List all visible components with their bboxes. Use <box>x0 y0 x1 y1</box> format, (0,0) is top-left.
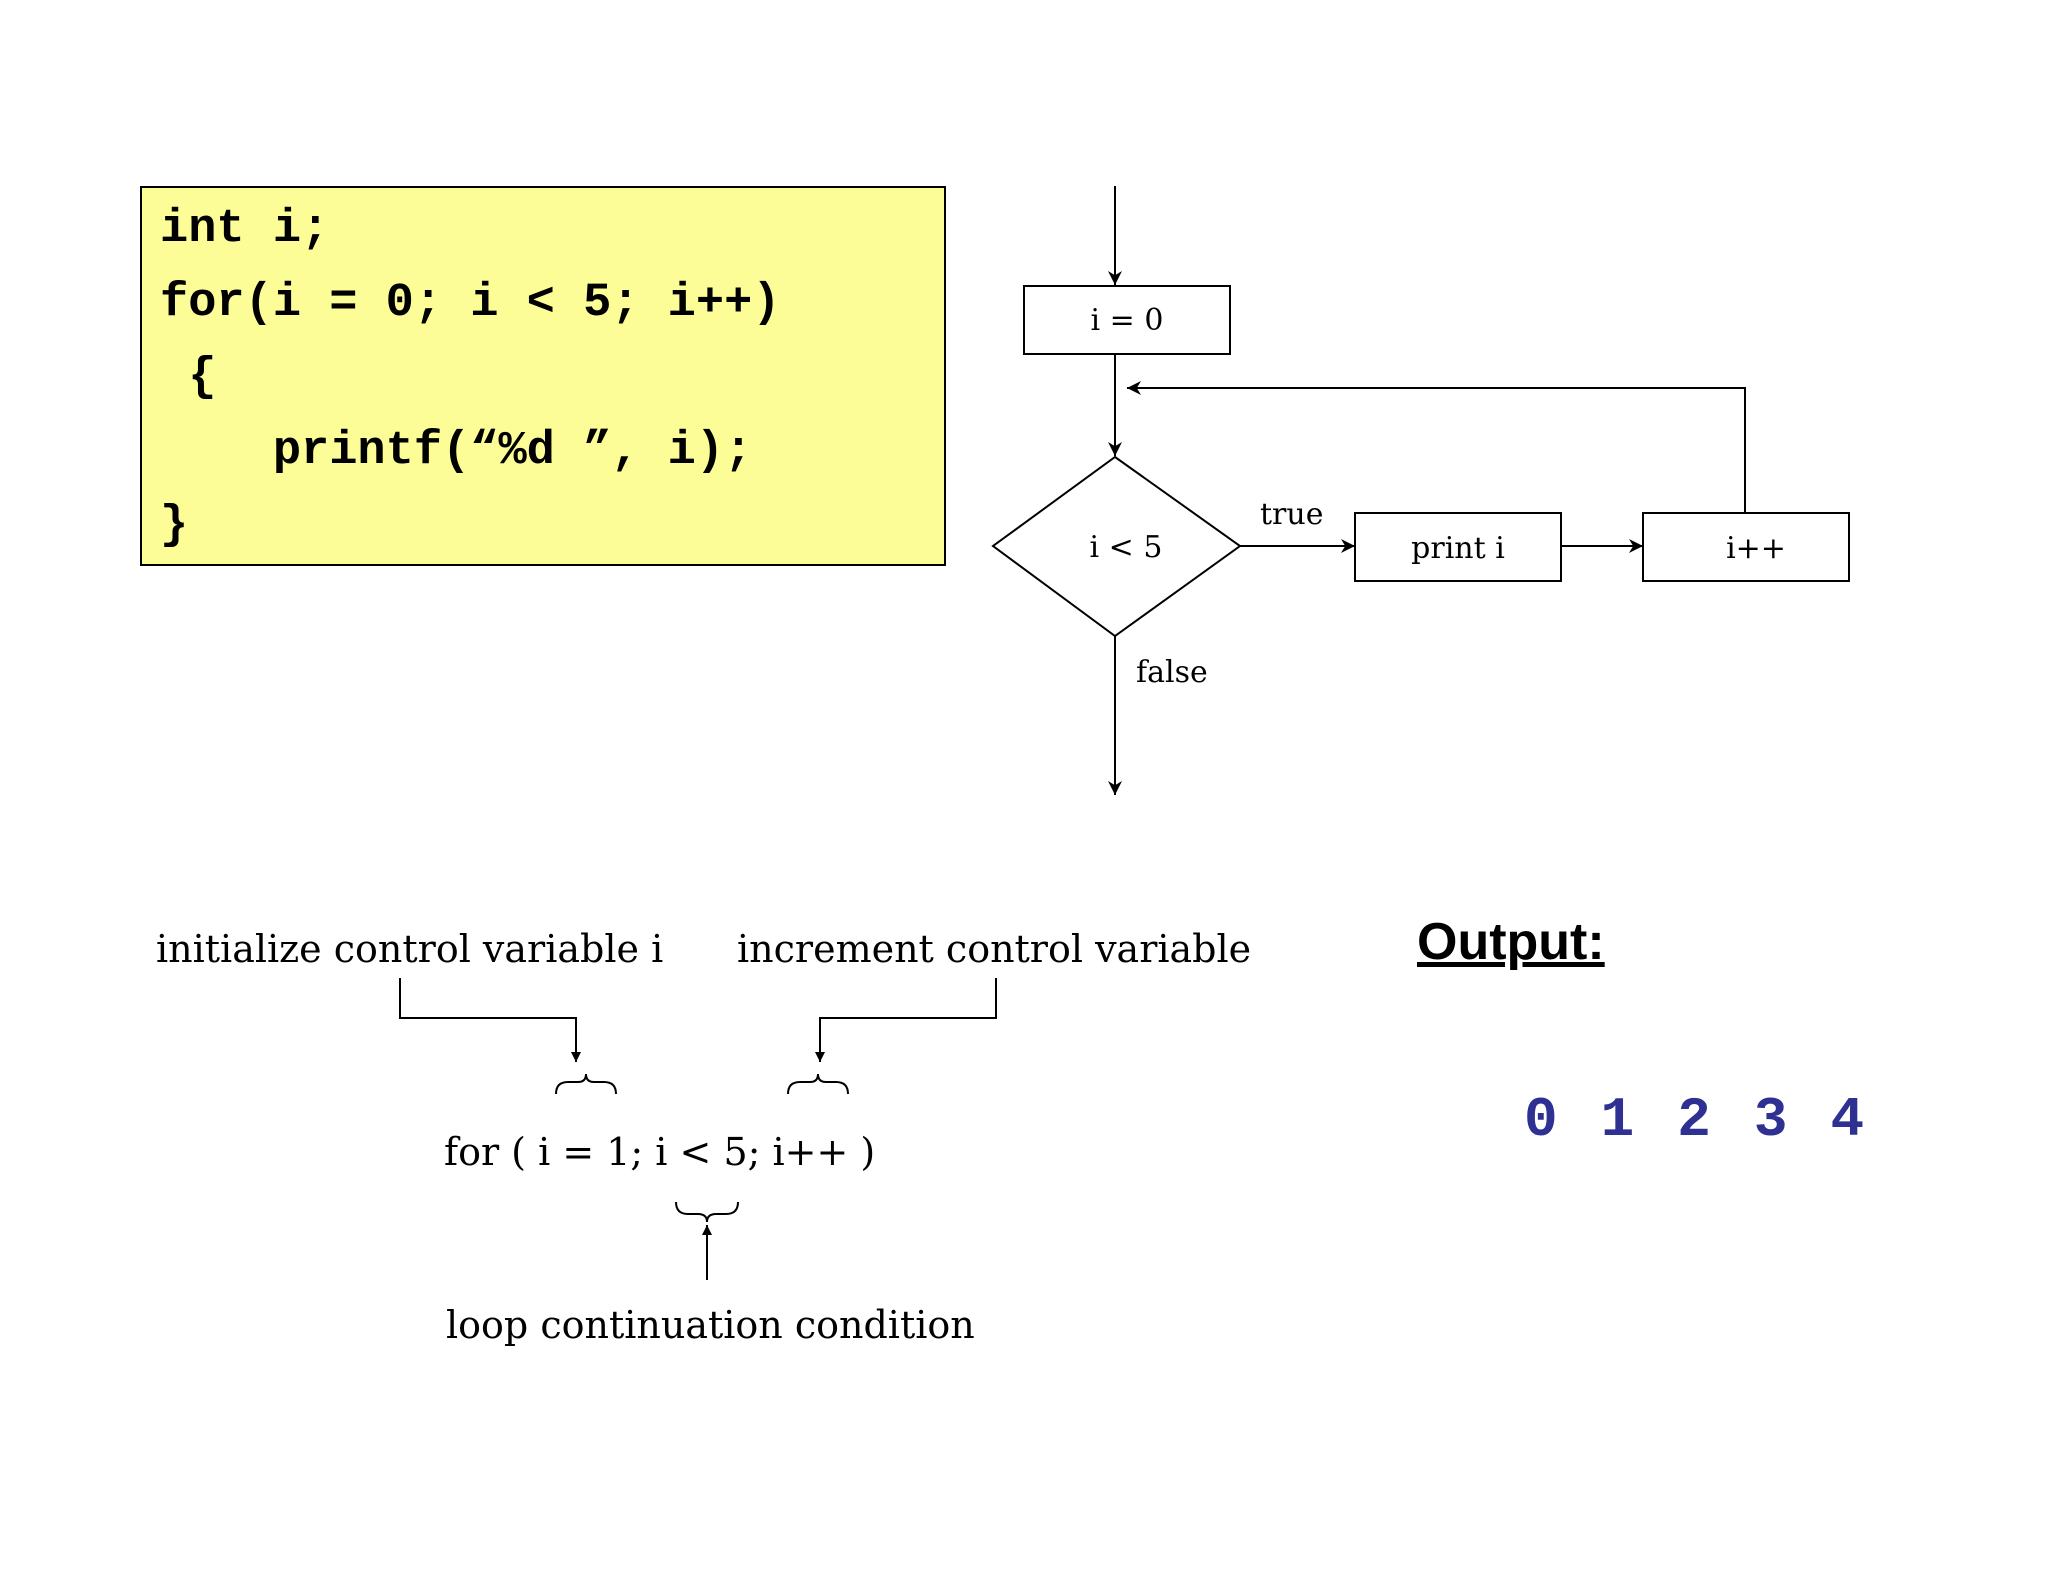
increment-brace <box>787 1073 849 1095</box>
init-annotation: initialize control variable i <box>156 927 663 971</box>
print-box <box>1354 512 1562 582</box>
output-value: 4 <box>1830 1088 1865 1152</box>
init-pointer <box>399 978 581 1062</box>
condition-label: i < 5 <box>1090 530 1163 565</box>
code-line-4: printf(“%d ”, i); <box>160 425 753 478</box>
init-label: i = 0 <box>1091 303 1164 338</box>
output-value: 2 <box>1677 1088 1711 1152</box>
increment-annotation: increment control variable <box>737 927 1251 971</box>
print-label: print i <box>1411 531 1505 566</box>
for-annotation <box>399 978 997 1280</box>
condition-annotation: loop continuation condition <box>446 1303 975 1347</box>
code-line-5: } <box>160 499 189 552</box>
loop-back-arrow <box>1127 381 1746 513</box>
output-value: 1 <box>1600 1088 1635 1152</box>
output-title: Output: <box>1417 913 1605 971</box>
code-line-1: int i; <box>160 203 330 256</box>
increment-pointer <box>815 978 997 1062</box>
code-line-3: { <box>160 351 217 404</box>
code-box: int i; for(i = 0; i < 5; i++) { printf(“… <box>140 186 946 566</box>
code-line-2: for(i = 0; i < 5; i++) <box>160 277 781 330</box>
false-label: false <box>1136 655 1208 690</box>
true-label: true <box>1260 497 1323 532</box>
init-box <box>1023 285 1231 355</box>
output-value: 3 <box>1753 1088 1788 1152</box>
output-values: 0 1 2 3 4 <box>1524 1088 1864 1152</box>
flowchart <box>991 186 1850 795</box>
output-value: 0 <box>1524 1088 1558 1152</box>
increment-label: i++ <box>1726 531 1786 566</box>
init-brace <box>555 1073 617 1095</box>
condition-brace <box>675 1201 739 1223</box>
for-statement: for ( i = 1; i < 5; i++ ) <box>444 1130 875 1174</box>
